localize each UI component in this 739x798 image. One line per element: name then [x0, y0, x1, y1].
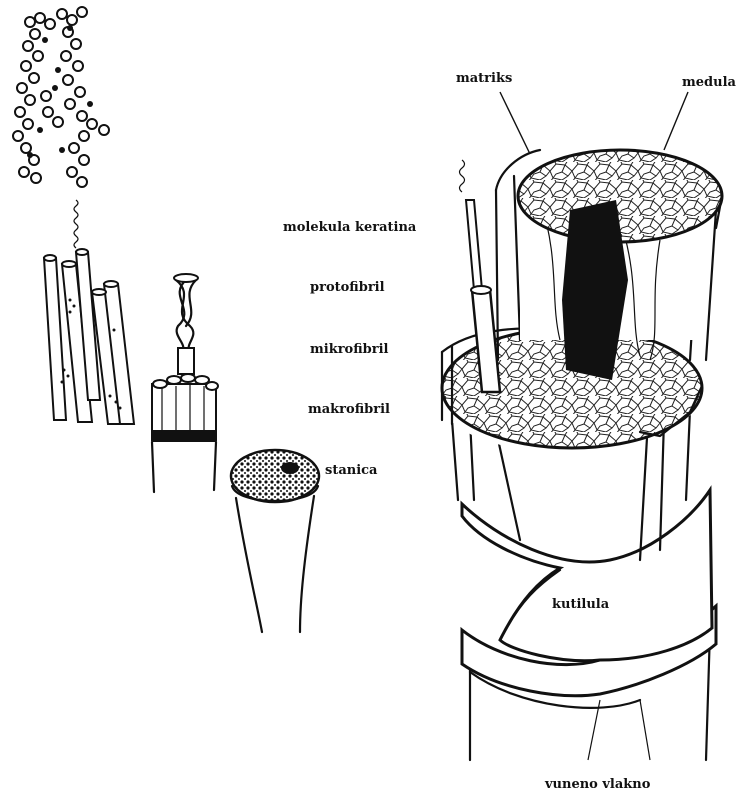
label-makrofibril: makrofibril: [308, 402, 390, 417]
label-medula: medula: [682, 75, 737, 90]
label-kutilula: kutilula: [552, 597, 610, 612]
keratin-molecule: [13, 7, 109, 187]
matriks-pointer: [500, 92, 530, 154]
protofibril-bundle: [44, 200, 134, 424]
label-stanica: stanica: [325, 463, 378, 478]
label-mikrofibril: mikrofibril: [310, 342, 389, 357]
microfibril: [174, 274, 198, 374]
label-protofibril: protofibril: [310, 280, 385, 295]
wool-fibre: [442, 92, 722, 760]
label-vuneno-vlakno: vuneno vlakno: [544, 777, 651, 792]
cell: [231, 450, 319, 632]
macrofibril: [152, 374, 218, 492]
label-matriks: matriks: [456, 71, 512, 86]
label-molekula-keratina: molekula keratina: [283, 220, 417, 235]
medula-pointer: [664, 92, 688, 150]
